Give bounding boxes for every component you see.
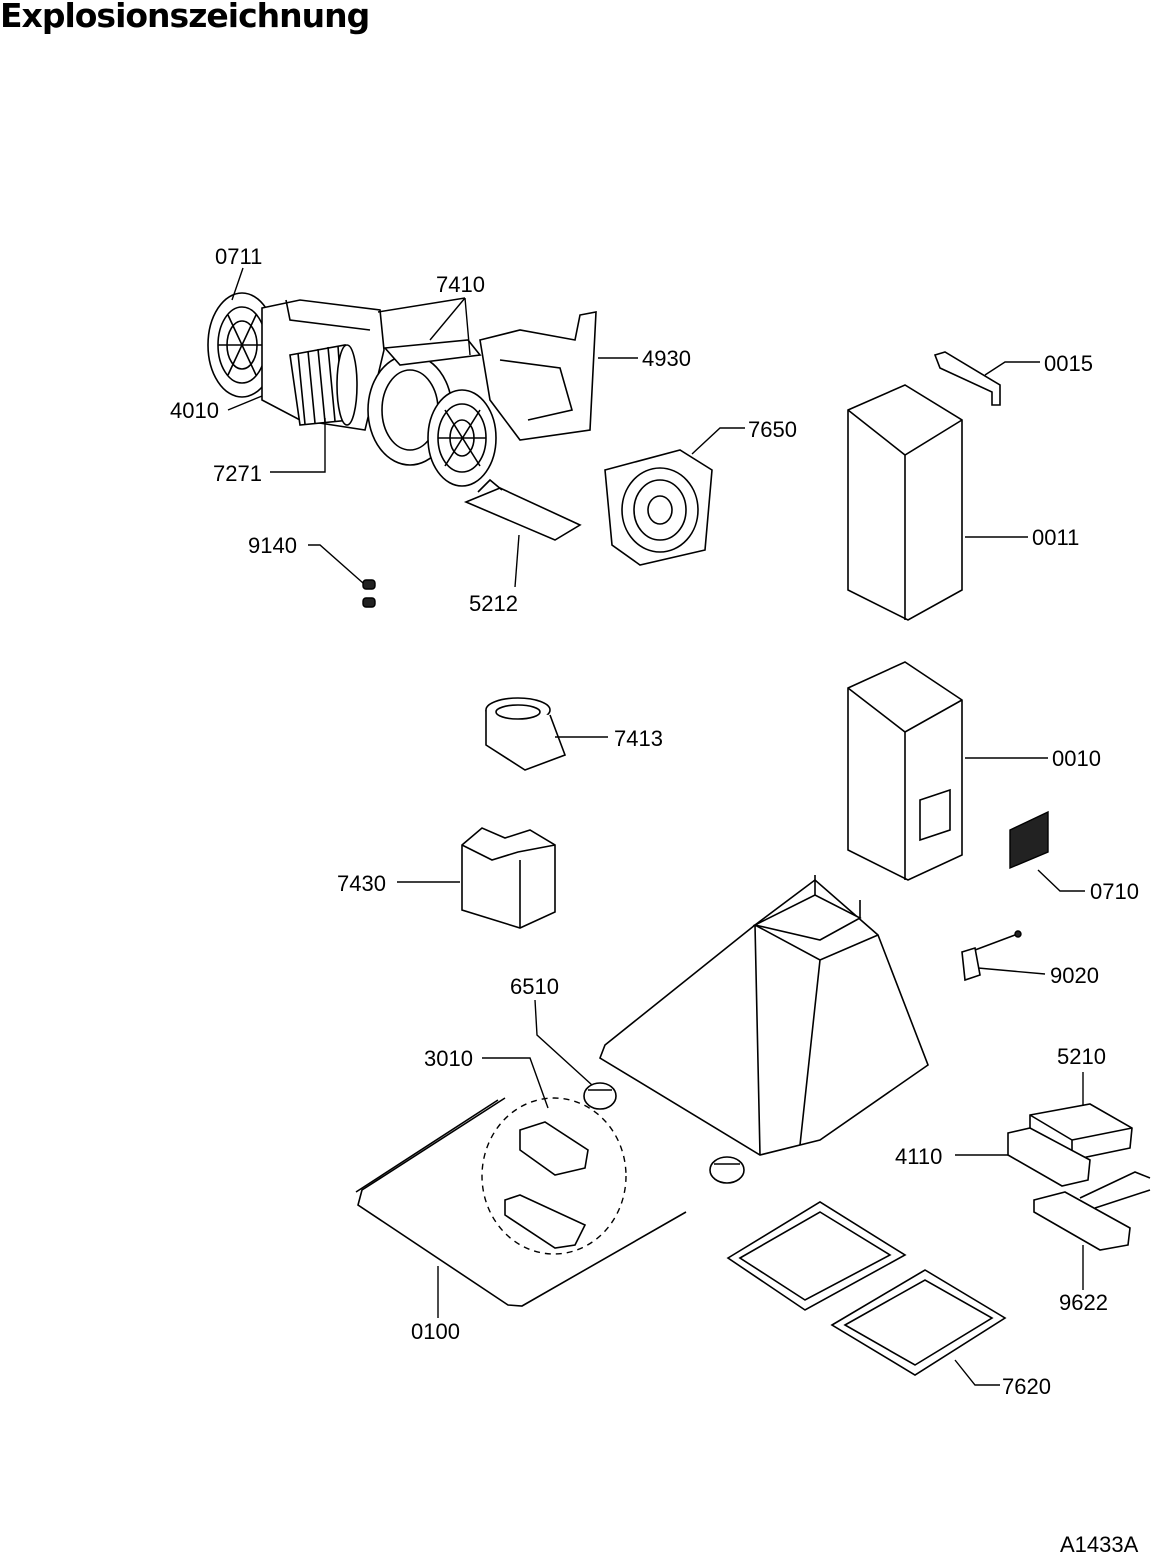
- part-label-0011: 0011: [1032, 525, 1079, 550]
- part-label-9140: 9140: [248, 533, 297, 558]
- part-label-6510: 6510: [510, 974, 559, 999]
- part-drawing-7413: [485, 697, 567, 771]
- part-label-7410: 7410: [436, 272, 485, 297]
- part-label-5212: 5212: [469, 591, 518, 616]
- part-label-0710: 0710: [1090, 879, 1139, 904]
- part-drawing-7620: [726, 1201, 1007, 1376]
- part-label-7430: 7430: [337, 871, 386, 896]
- part-label-4010: 4010: [170, 398, 219, 423]
- part-label-4930: 4930: [642, 346, 691, 371]
- part-label-3010: 3010: [424, 1046, 473, 1071]
- part-drawing-9622: [1033, 1171, 1151, 1251]
- part-drawing-7430: [461, 827, 556, 929]
- part-label-0010: 0010: [1052, 746, 1101, 771]
- part-label-7413: 7413: [614, 726, 663, 751]
- part-drawing-4930: [479, 311, 597, 441]
- part-label-0711: 0711: [215, 244, 262, 269]
- page-title: Explosionszeichnung: [0, 0, 370, 35]
- part-label-7620: 7620: [1002, 1374, 1051, 1399]
- part-label-9020: 9020: [1050, 963, 1099, 988]
- part-label-4110: 4110: [895, 1144, 942, 1169]
- document-code: A1433A: [1060, 1532, 1139, 1557]
- part-drawing-3010: [481, 1097, 627, 1255]
- leader-lines: [227, 267, 1085, 1386]
- part-drawing-7650: [604, 449, 713, 566]
- part-drawing-0010: [847, 661, 963, 881]
- part-drawing-6510: [583, 1082, 617, 1110]
- part-label-0100: 0100: [411, 1319, 460, 1344]
- part-label-9622: 9622: [1059, 1290, 1108, 1315]
- part-drawing-7410: [367, 339, 497, 487]
- part-drawing-6510b: [709, 1156, 745, 1184]
- part-label-0015: 0015: [1044, 351, 1093, 376]
- part-label-7271: 7271: [213, 461, 262, 486]
- part-label-7650: 7650: [748, 417, 797, 442]
- part-drawing-0100: [355, 1097, 687, 1307]
- part-label-5210: 5210: [1057, 1044, 1106, 1069]
- part-drawing-7271: [289, 344, 358, 426]
- part-drawing-9020: [961, 930, 1022, 982]
- part-drawing-5212: [463, 478, 582, 541]
- part-drawing-9140: [362, 579, 376, 608]
- part-drawing-0011: [847, 384, 963, 621]
- part-drawing-0710: [1009, 810, 1049, 870]
- part-drawing-0015: [933, 351, 1001, 406]
- part-labels: 0711 7410 4930 4010 7271 7650 0015 0011 …: [170, 244, 1139, 1399]
- part-drawing-hood: [599, 875, 929, 1156]
